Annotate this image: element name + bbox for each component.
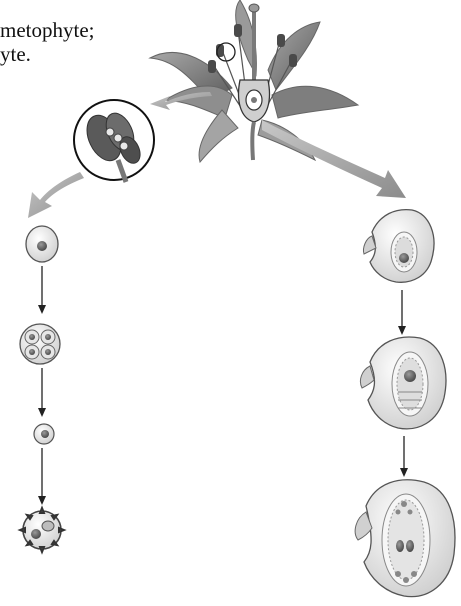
arrow-flower-to-ovule xyxy=(262,120,406,198)
arrow-left-3 xyxy=(38,448,46,505)
anther-2 xyxy=(234,24,242,37)
arrow-flower-to-anther xyxy=(150,92,212,110)
anther-4 xyxy=(289,54,297,67)
caption-line-2: yte. xyxy=(0,42,31,66)
anther-5 xyxy=(208,60,216,73)
pollen-grain xyxy=(17,505,67,555)
arrow-anther-to-microspore xyxy=(28,172,84,218)
arrow-right-2 xyxy=(400,436,408,477)
anther-highlight-circle xyxy=(216,42,236,62)
microspore xyxy=(33,423,55,445)
ovule-megaspores xyxy=(359,336,447,430)
ovule-embryo-sac xyxy=(354,479,456,598)
caption-line-1: metophyte; xyxy=(0,18,95,42)
microspore-mother-cell xyxy=(25,225,59,263)
arrow-right-1 xyxy=(398,290,406,335)
anther-3 xyxy=(277,34,285,47)
anther-inset xyxy=(73,99,155,183)
ovule-megaspore-mother-cell xyxy=(363,208,435,283)
microspore-tetrad xyxy=(19,323,61,365)
arrow-left-2 xyxy=(38,368,46,417)
flower-illustration xyxy=(148,0,360,164)
arrow-left-1 xyxy=(38,266,46,314)
